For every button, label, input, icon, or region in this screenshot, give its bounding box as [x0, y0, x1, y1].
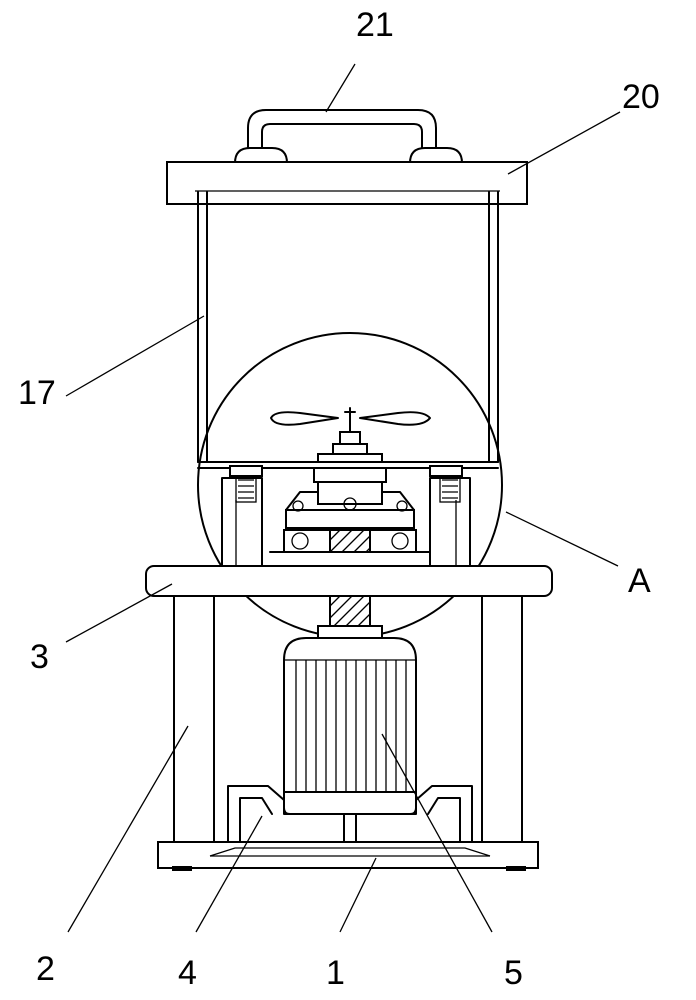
leader-lines	[65, 63, 621, 933]
label-a: A	[628, 562, 651, 600]
label-3: 3	[30, 638, 49, 676]
label-1: 1	[326, 954, 345, 992]
base-plate	[157, 841, 539, 871]
inner-mechanism	[221, 465, 471, 567]
motor	[283, 625, 417, 843]
label-20: 20	[622, 78, 660, 116]
label-5: 5	[504, 954, 523, 992]
motor-bracket	[227, 785, 473, 843]
handle	[233, 109, 464, 164]
support-columns	[173, 595, 523, 843]
container	[197, 191, 499, 469]
stirring-blade	[270, 407, 431, 463]
platform	[145, 565, 553, 597]
label-4: 4	[178, 954, 197, 992]
motor-shaft	[329, 595, 371, 627]
top-cover	[166, 161, 528, 205]
label-2: 2	[36, 950, 55, 988]
label-17: 17	[18, 374, 56, 412]
label-21: 21	[356, 6, 394, 44]
